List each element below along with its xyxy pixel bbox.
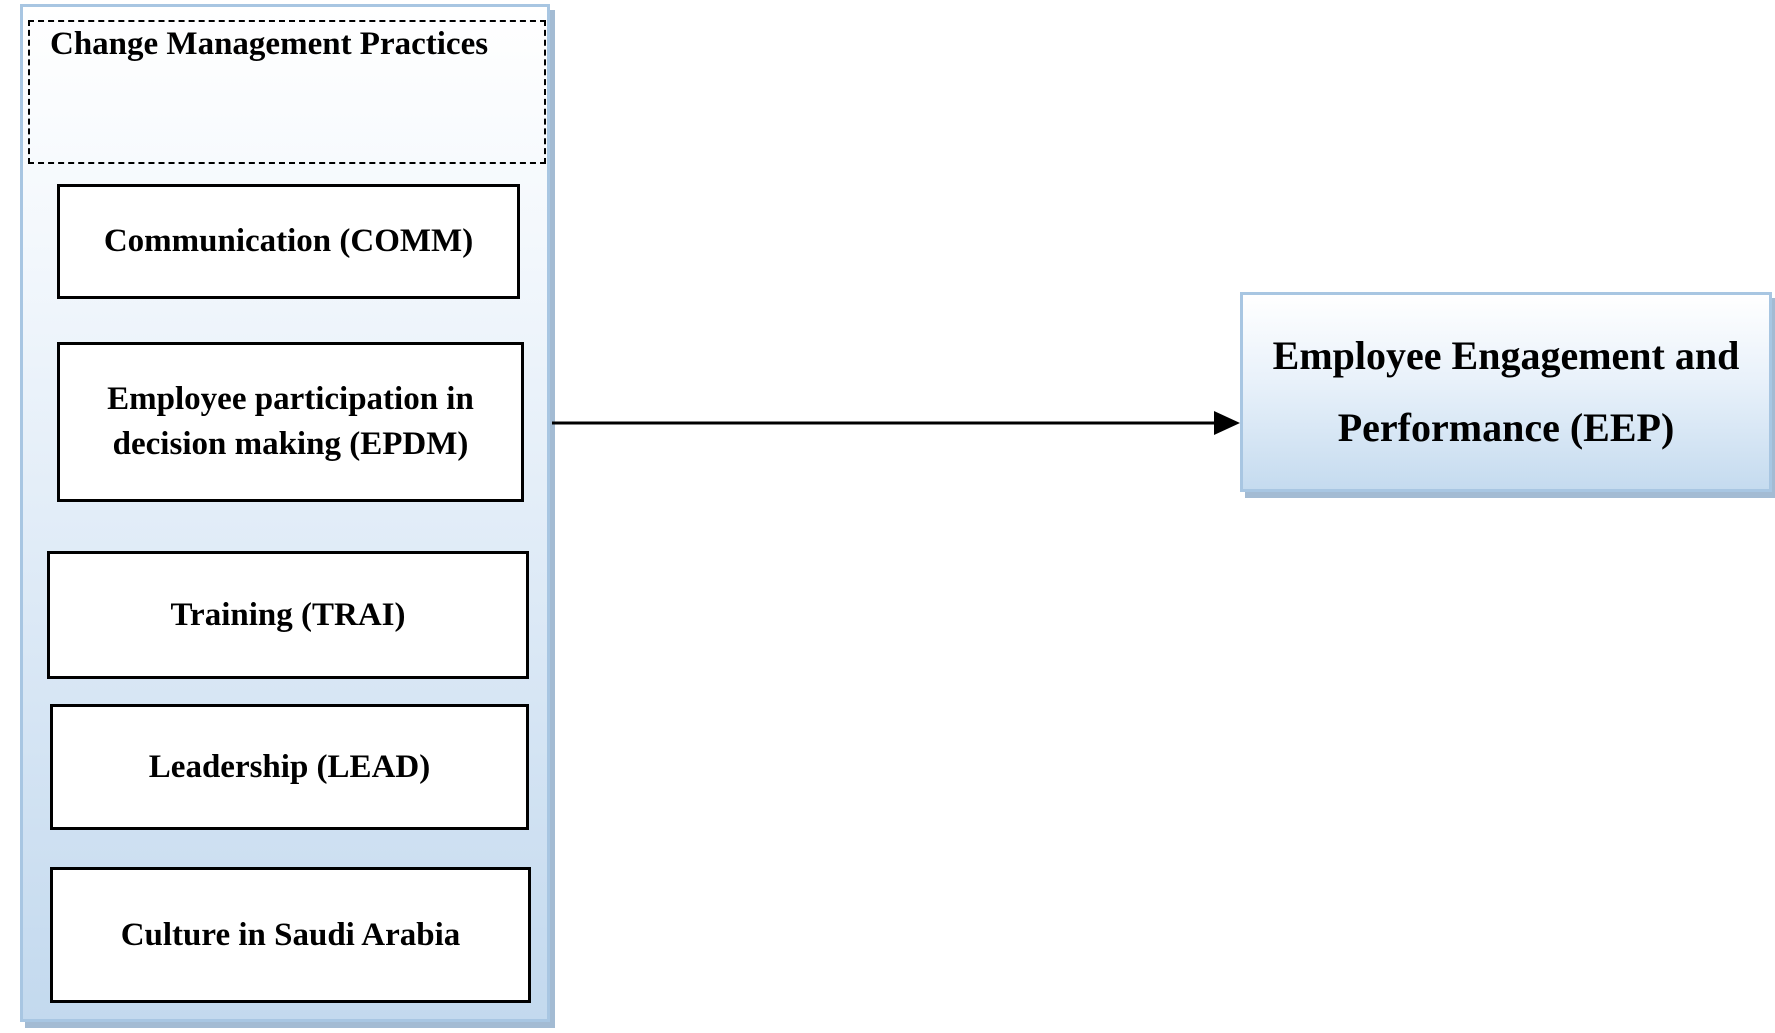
change-management-panel	[20, 4, 550, 1022]
node-employee-participation: Employee participation in decision makin…	[57, 342, 524, 502]
node-training: Training (TRAI)	[47, 551, 529, 679]
node-employee-engagement-label: Employee Engagement and Performance (EEP…	[1272, 333, 1740, 450]
node-culture: Culture in Saudi Arabia	[50, 867, 531, 1003]
panel-title: Change Management Practices	[50, 26, 489, 62]
node-communication: Communication (COMM)	[57, 184, 520, 299]
node-employee-engagement: Employee Engagement and Performance (EEP…	[1240, 292, 1772, 492]
panel-header-dashed-box	[28, 20, 546, 164]
node-leadership: Leadership (LEAD)	[50, 704, 529, 830]
edge-arrowhead	[1214, 411, 1240, 435]
